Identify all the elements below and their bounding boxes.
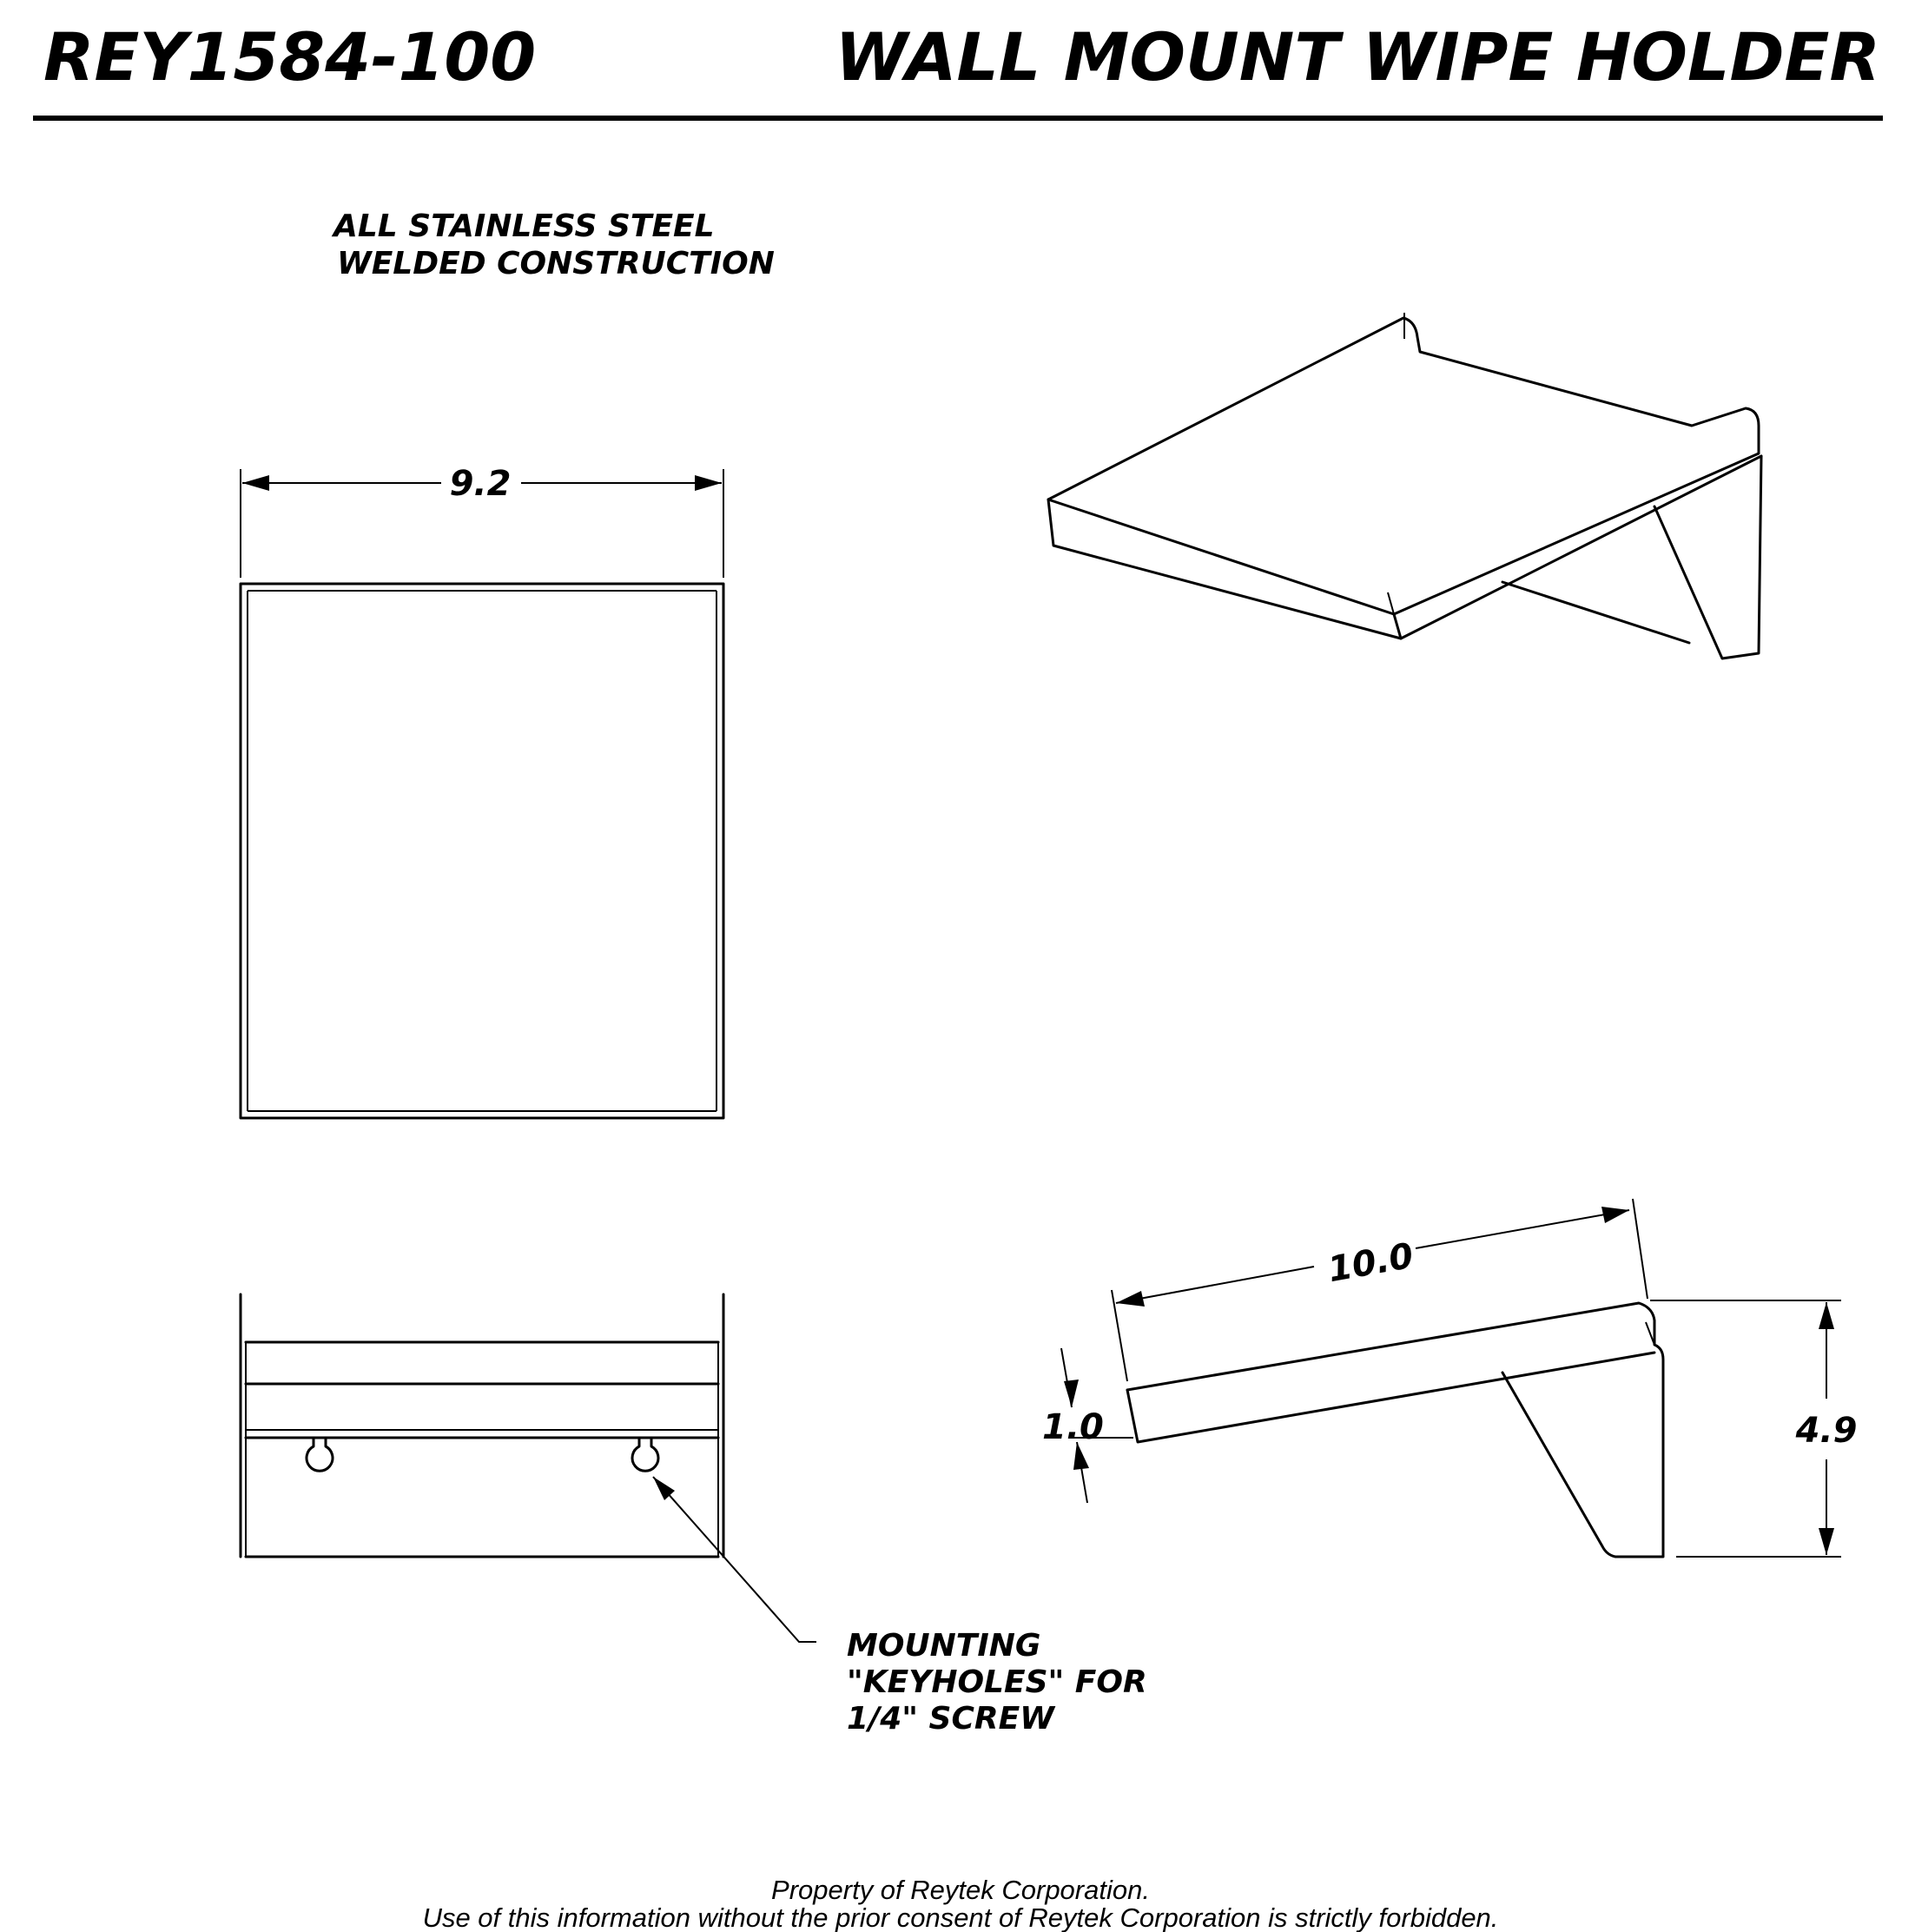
- front-view: [239, 1293, 725, 1558]
- side-view: [1126, 1301, 1665, 1558]
- part-number: REY1584-100: [43, 18, 536, 96]
- isometric-view: [1047, 313, 1763, 660]
- material-note-line2: WELDED CONSTRUCTION: [337, 246, 775, 281]
- drawing-title: WALL MOUNT WIPE HOLDER: [835, 18, 1880, 96]
- height-dimension: 4.9: [1650, 1300, 1858, 1558]
- footer-confidentiality-note: Use of this information without the prio…: [423, 1902, 1499, 1932]
- keyhole-left: [305, 1436, 334, 1472]
- keyhole-right: [631, 1436, 660, 1472]
- keyhole-callout-line2: "KEYHOLES" FOR: [847, 1664, 1147, 1700]
- keyhole-leader: [652, 1476, 816, 1643]
- width-dimension: 9.2: [240, 464, 724, 578]
- material-note-line1: ALL STAINLESS STEEL: [331, 208, 715, 244]
- height-dimension-label: 4.9: [1795, 1411, 1858, 1451]
- width-dimension-label: 9.2: [450, 464, 512, 504]
- depth-dimension-label: 10.0: [1325, 1236, 1416, 1290]
- footer-property-note: Property of Reytek Corporation.: [771, 1875, 1150, 1905]
- keyhole-callout-line1: MOUNTING: [847, 1628, 1040, 1664]
- keyhole-callout-line3: 1/4" SCREW: [847, 1701, 1056, 1737]
- top-view: [239, 582, 725, 1120]
- depth-dimension: 10.0: [1111, 1198, 1648, 1382]
- lip-height-dimension: 1.0: [1042, 1347, 1133, 1504]
- lip-height-label: 1.0: [1042, 1407, 1104, 1447]
